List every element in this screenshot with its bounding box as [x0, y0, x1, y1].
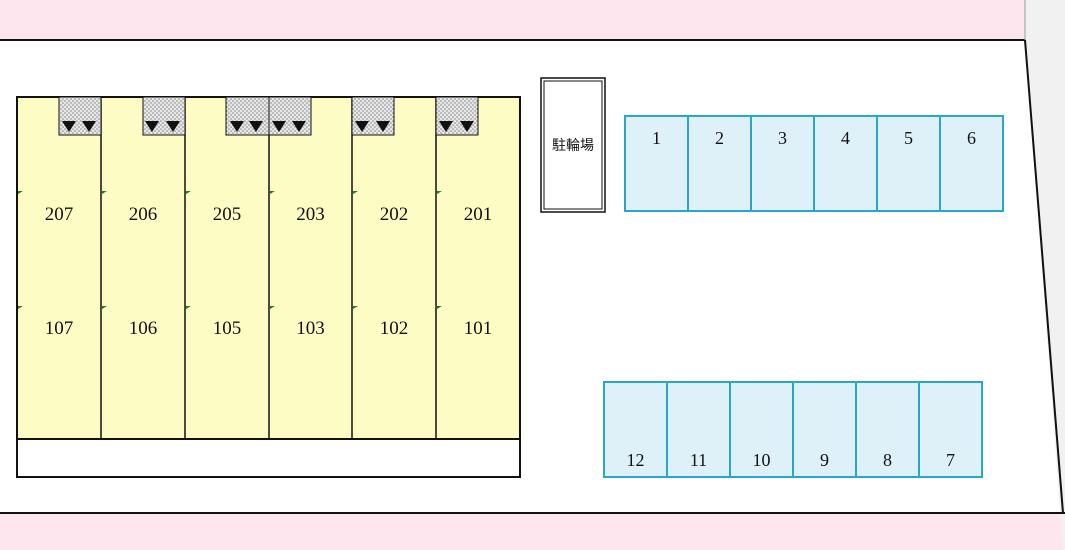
- parking-slot: [666, 381, 731, 478]
- entrance-mark: [102, 191, 107, 194]
- stair-arrow-icon: [439, 121, 453, 132]
- parking-slot-label: 11: [690, 450, 707, 470]
- entrance-mark: [437, 306, 442, 309]
- parking-slot-label: 7: [946, 450, 955, 470]
- parking-slot: [624, 115, 689, 212]
- parking-slot: [750, 115, 815, 212]
- stair-block: [435, 96, 479, 136]
- unit-label-lower: 105: [213, 318, 242, 339]
- road-top: [0, 0, 1065, 40]
- road-bottom: [0, 513, 1065, 550]
- entrance-mark: [270, 306, 275, 309]
- entrance-mark: [102, 306, 107, 309]
- parking-slot-label: 4: [841, 128, 850, 148]
- stair-arrow-icon: [145, 121, 159, 132]
- stair-arrow-icon: [460, 121, 474, 132]
- parking-slot-label: 6: [967, 128, 976, 148]
- stair-block: [351, 96, 395, 136]
- upper-floor-labels: 207 206 205 203 202 201: [45, 204, 493, 225]
- apartment-building: 207 206 205 203 202 201 107 106 105 103 …: [16, 96, 521, 478]
- parking-slot-label: 8: [883, 450, 892, 470]
- parking-slot-label: 2: [715, 128, 724, 148]
- parking-slot: [939, 115, 1004, 212]
- unit-label-upper: 203: [296, 204, 325, 225]
- bicycle-parking-label: 駐輪場: [552, 137, 594, 154]
- unit-label-upper: 206: [129, 204, 158, 225]
- bicycle-parking: 駐輪場: [540, 77, 606, 213]
- entrance-mark: [18, 191, 23, 194]
- stair-block: [58, 96, 102, 136]
- lower-floor-labels: 107 106 105 103 102 101: [45, 318, 493, 339]
- bicycle-parking-outer: [540, 77, 606, 213]
- stair-arrow-icon: [272, 121, 286, 132]
- parking-slot-label: 12: [627, 450, 645, 470]
- entrance-mark: [353, 191, 358, 194]
- balcony-row: [16, 438, 521, 478]
- balcony-outline: [16, 438, 521, 478]
- parking-slot: [855, 381, 920, 478]
- unit-dividers: [100, 97, 437, 477]
- entrance-marks: [18, 191, 442, 309]
- parking-slot: [687, 115, 752, 212]
- unit-label-upper: 202: [380, 204, 409, 225]
- parking-slot: [918, 381, 983, 478]
- unit-label-upper: 207: [45, 204, 74, 225]
- bicycle-parking-inner: [543, 80, 603, 210]
- entrance-mark: [18, 306, 23, 309]
- parking-row-top: 1 2 3 4 5 6: [624, 115, 1004, 212]
- parking-slot-label: 1: [652, 128, 661, 148]
- parking-slot-label: 3: [778, 128, 787, 148]
- unit-label-lower: 103: [296, 318, 325, 339]
- stair-arrow-icon: [292, 121, 306, 132]
- parking-slot: [876, 115, 941, 212]
- stair-block: [142, 96, 186, 136]
- stair-arrow-icon: [376, 121, 390, 132]
- unit-label-upper: 205: [213, 204, 242, 225]
- entrance-mark: [186, 306, 191, 309]
- entrance-mark: [186, 191, 191, 194]
- entrance-mark: [353, 306, 358, 309]
- unit-label-lower: 106: [129, 318, 158, 339]
- parking-slot-label: 5: [904, 128, 913, 148]
- unit-label-upper: 201: [464, 204, 493, 225]
- stairs-group: [58, 96, 479, 136]
- parking-slot: [603, 381, 668, 478]
- stair-arrow-icon: [249, 121, 263, 132]
- stair-arrow-icon: [230, 121, 244, 132]
- entrance-mark: [437, 191, 442, 194]
- unit-label-lower: 107: [45, 318, 74, 339]
- unit-label-lower: 101: [464, 318, 493, 339]
- stair-arrow-icon: [62, 121, 76, 132]
- parking-slot: [729, 381, 794, 478]
- unit-label-lower: 102: [380, 318, 409, 339]
- entrance-mark: [270, 191, 275, 194]
- parking-slot-label: 10: [753, 450, 771, 470]
- stair-arrow-icon: [166, 121, 180, 132]
- stair-arrow-icon: [355, 121, 369, 132]
- parking-slot: [792, 381, 857, 478]
- parking-row-bottom: 12 11 10 9 8 7: [603, 381, 983, 478]
- site-boundary-right: [1024, 39, 1064, 514]
- parking-slot-label: 9: [820, 450, 829, 470]
- stair-arrow-icon: [82, 121, 96, 132]
